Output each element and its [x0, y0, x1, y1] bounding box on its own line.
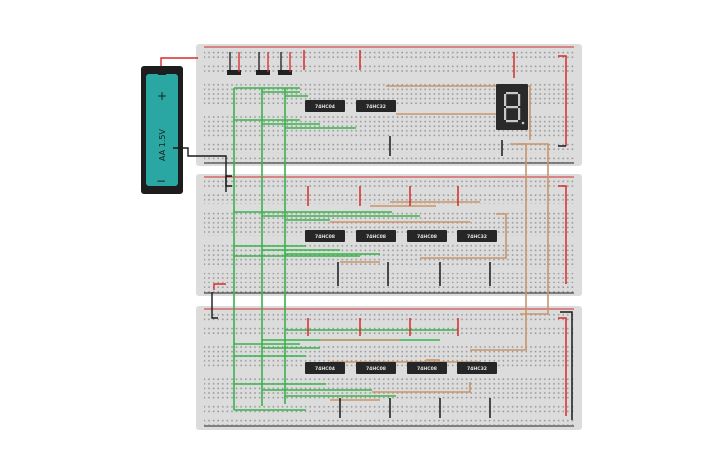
chip-board1-2[interactable]: 74HC32 [356, 100, 396, 112]
chip-board2-1[interactable]: 74HC08 [305, 230, 345, 242]
battery-label: AA 1.5V [158, 129, 167, 161]
chip-label: 74HC08 [417, 234, 437, 240]
chip-board3-4[interactable]: 74HC32 [457, 362, 497, 374]
chip-board2-4[interactable]: 74HC32 [457, 230, 497, 242]
chip-board2-3[interactable]: 74HC08 [407, 230, 447, 242]
chip-label: 74HC04 [315, 104, 335, 110]
chip-label: 74HC04 [315, 366, 335, 372]
display-segments [504, 92, 525, 125]
red-wires [303, 50, 567, 416]
black-wires [337, 136, 573, 420]
chip-label: 74HC08 [417, 366, 437, 372]
battery-plus-symbol: + [157, 89, 167, 103]
chip-label: 74HC08 [366, 366, 386, 372]
input-switches[interactable] [227, 52, 292, 75]
battery-minus-symbol: − [156, 174, 166, 188]
chip-board3-2[interactable]: 74HC08 [356, 362, 396, 374]
chip-label: 74HC32 [366, 104, 386, 110]
seven-segment-display[interactable] [496, 84, 528, 130]
chip-board3-3[interactable]: 74HC08 [407, 362, 447, 374]
battery-leads [160, 57, 232, 319]
chip-label: 74HC08 [366, 234, 386, 240]
chip-label: 74HC32 [467, 366, 487, 372]
chip-board2-2[interactable]: 74HC08 [356, 230, 396, 242]
chip-label: 74HC32 [467, 234, 487, 240]
chip-board1-1[interactable]: 74HC04 [305, 100, 345, 112]
chip-board3-1[interactable]: 74HC04 [305, 362, 345, 374]
chip-label: 74HC08 [315, 234, 335, 240]
green-wires [233, 87, 458, 411]
battery-aa[interactable]: + AA 1.5V − [141, 66, 183, 194]
brown-wires [320, 85, 549, 401]
